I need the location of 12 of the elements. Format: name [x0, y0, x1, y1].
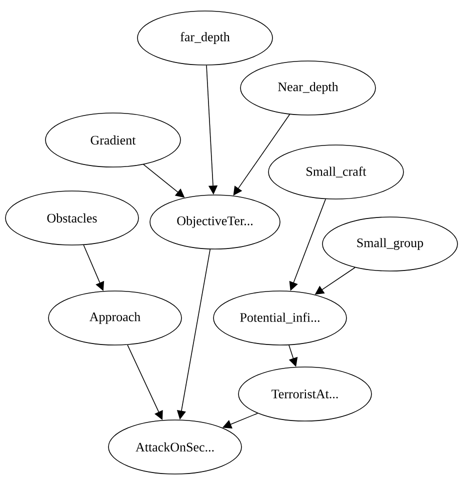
ellipse-node: ObjectiveTer...: [150, 194, 280, 250]
ellipse-node: Obstacles: [5, 190, 139, 246]
ellipse-node: TerroristAt...: [238, 366, 372, 422]
arrow: [83, 244, 104, 291]
ellipse-node: AttackOnSec...: [108, 420, 242, 474]
ellipse-node: far_depth: [137, 10, 273, 66]
ellipse-node: Small_craft: [268, 144, 404, 200]
ellipse-node: Small_group: [322, 216, 458, 272]
ellipse-node: Potential_infi...: [213, 290, 347, 346]
ellipse-node: Approach: [48, 290, 182, 346]
ellipse-node: Gradient: [45, 112, 181, 168]
ellipse-node: Near_depth: [240, 60, 376, 116]
